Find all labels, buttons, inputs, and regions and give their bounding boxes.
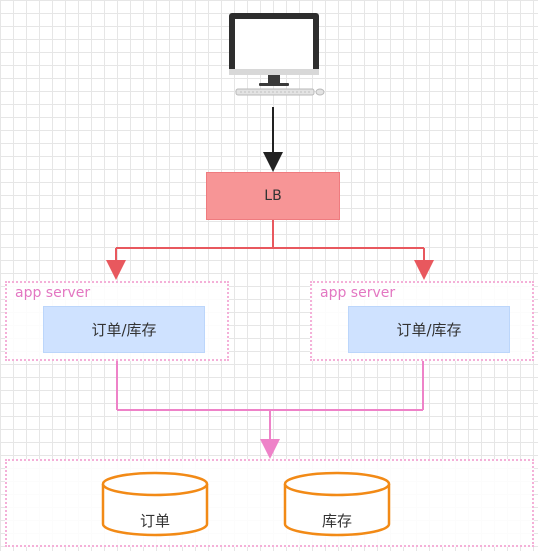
load-balancer-label: LB bbox=[264, 188, 282, 204]
order-inventory-service-box: 订单/库存 bbox=[348, 306, 510, 353]
servers-to-db-connector bbox=[116, 361, 424, 459]
database-cylinder-icon bbox=[283, 471, 391, 537]
desktop-computer-icon bbox=[229, 13, 325, 96]
app-server-group-right: app server 订单/库存 bbox=[310, 281, 534, 361]
database-group: 订单 库存 bbox=[5, 459, 534, 547]
database-cylinder-icon bbox=[101, 471, 209, 537]
app-server-group-left: app server 订单/库存 bbox=[5, 281, 229, 361]
service-label: 订单/库存 bbox=[396, 321, 462, 339]
database-label-order: 订单 bbox=[139, 512, 170, 530]
lb-to-servers-connector bbox=[106, 220, 434, 280]
order-inventory-service-box: 订单/库存 bbox=[43, 306, 205, 353]
load-balancer-box: LB bbox=[206, 172, 340, 220]
app-server-title: app server bbox=[320, 285, 396, 301]
app-server-title: app server bbox=[15, 285, 91, 301]
service-label: 订单/库存 bbox=[91, 321, 157, 339]
database-cylinders-layer bbox=[101, 471, 391, 537]
database-label-inventory: 库存 bbox=[321, 512, 352, 530]
